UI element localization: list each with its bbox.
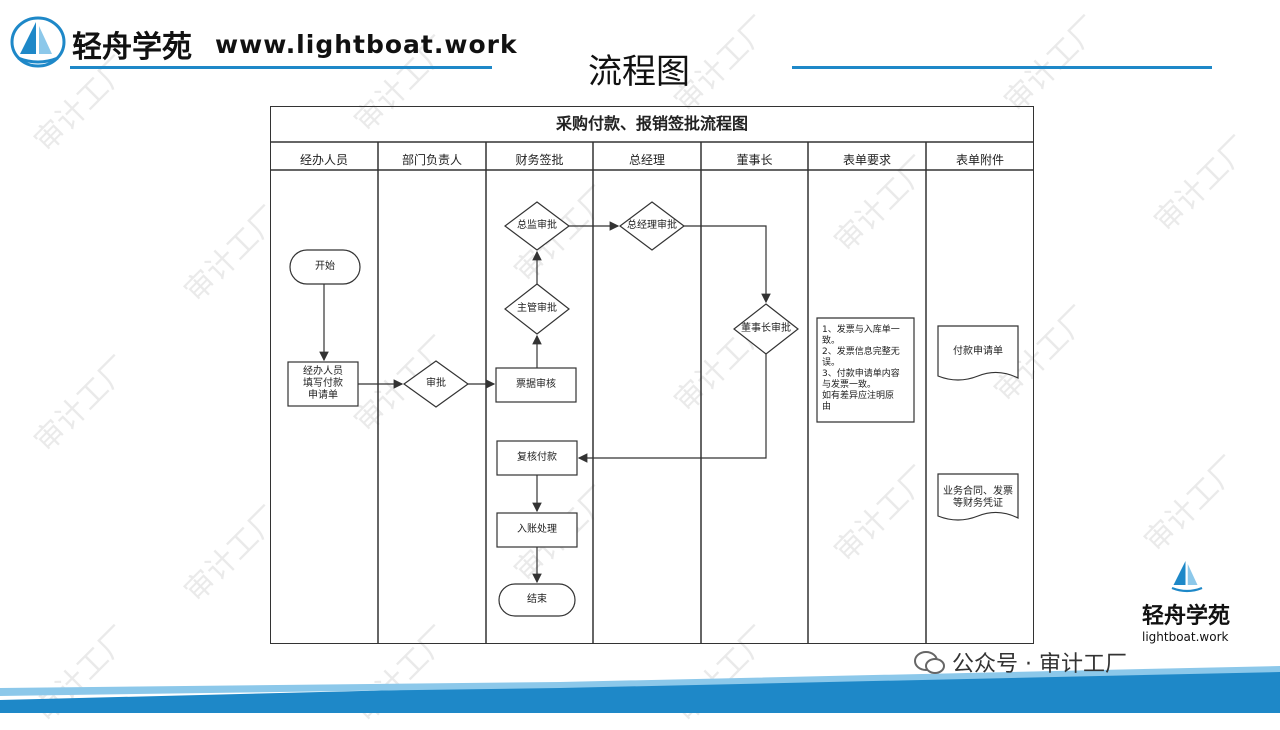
node-label: 结束 — [527, 594, 547, 605]
header-rule-left — [70, 66, 492, 69]
lane-label: 经办人员 — [299, 153, 348, 167]
node-label: 开始 — [315, 261, 335, 272]
requirements-note — [816, 317, 915, 423]
bookkeeping-box — [496, 512, 578, 548]
arrow-gm-to-chairman — [684, 225, 771, 304]
node-label: 总监审批 — [517, 220, 557, 231]
node-label: 入账处理 — [517, 524, 557, 535]
wechat-icon — [914, 651, 945, 674]
footer-brand-name: 轻舟学苑 — [1142, 604, 1231, 629]
attachment-doc-2 — [937, 473, 1019, 521]
gm-diamond — [619, 201, 685, 251]
note-line: 误。 — [822, 358, 841, 368]
sailboat-logo-icon — [10, 16, 66, 68]
note-line: 与发票一致。 — [822, 380, 877, 390]
note-line: 由 — [822, 402, 832, 412]
arrow-chairman-to-recheck — [577, 354, 767, 463]
page-title: 流程图 — [588, 52, 690, 92]
sailboat-logo-icon — [1171, 561, 1203, 593]
flowchart-graphics — [270, 141, 1034, 644]
dept-review-diamond — [402, 360, 470, 408]
footer-wave — [0, 666, 1280, 713]
attachment-label: 付款申请单 — [953, 346, 1003, 357]
note-line: 致。 — [822, 336, 841, 346]
finance-director-diamond — [504, 201, 570, 251]
attachment-label-line: 等财务凭证 — [953, 498, 1003, 509]
node-label: 票据审核 — [516, 379, 556, 390]
header-rule-right — [792, 66, 1212, 69]
node-label-line: 填写付款 — [303, 378, 343, 389]
lane-label: 总经理 — [628, 153, 665, 167]
note-line: 3、付款申请单内容 — [822, 369, 900, 379]
lane-label: 部门负责人 — [401, 153, 462, 167]
node-label-line: 经办人员 — [303, 366, 343, 377]
recheck-pay-box — [496, 440, 578, 476]
attachment-label-line: 业务合同、发票 — [943, 486, 1013, 497]
apply-box — [287, 361, 359, 407]
note-line: 如有差异应注明原 — [822, 391, 895, 401]
lane-label: 财务签批 — [515, 153, 564, 167]
node-label-line: 申请单 — [308, 390, 338, 401]
end-terminator — [498, 583, 576, 617]
lane-label: 表单要求 — [842, 153, 891, 167]
initial-review-box — [495, 367, 577, 403]
node-label: 主管审批 — [517, 303, 557, 314]
start-terminator — [289, 249, 361, 285]
footer-brand-url: lightboat.work — [1142, 630, 1229, 644]
node-label: 经办人员 填写付款 申请单 — [288, 366, 358, 402]
brand-name: 轻舟学苑 — [72, 30, 192, 65]
supervisor-diamond — [504, 283, 570, 335]
lane-label: 董事长 — [736, 153, 773, 167]
node-label: 董事长审批 — [741, 323, 791, 334]
note-line: 1、发票与入库单一 — [822, 325, 900, 335]
flowchart-title: 采购付款、报销签批流程图 — [555, 114, 748, 133]
node-label: 复核付款 — [517, 452, 557, 463]
attachment-label: 业务合同、发票 等财务凭证 — [938, 486, 1018, 510]
brand-url: www.lightboat.work — [215, 30, 518, 59]
note-line: 2、发票信息完整无 — [822, 347, 900, 357]
lane-label: 表单附件 — [955, 153, 1004, 167]
node-label: 审批 — [426, 378, 446, 389]
flowchart-frame — [270, 106, 1034, 644]
node-label: 总经理审批 — [627, 220, 677, 231]
wechat-account-label: 公众号 · 审计工厂 — [952, 652, 1127, 677]
form-requirements-text: 1、发票与入库单一 致。 2、发票信息完整无 误。 3、付款申请单内容 与发票一… — [822, 325, 912, 413]
attachment-doc-1 — [937, 325, 1019, 381]
